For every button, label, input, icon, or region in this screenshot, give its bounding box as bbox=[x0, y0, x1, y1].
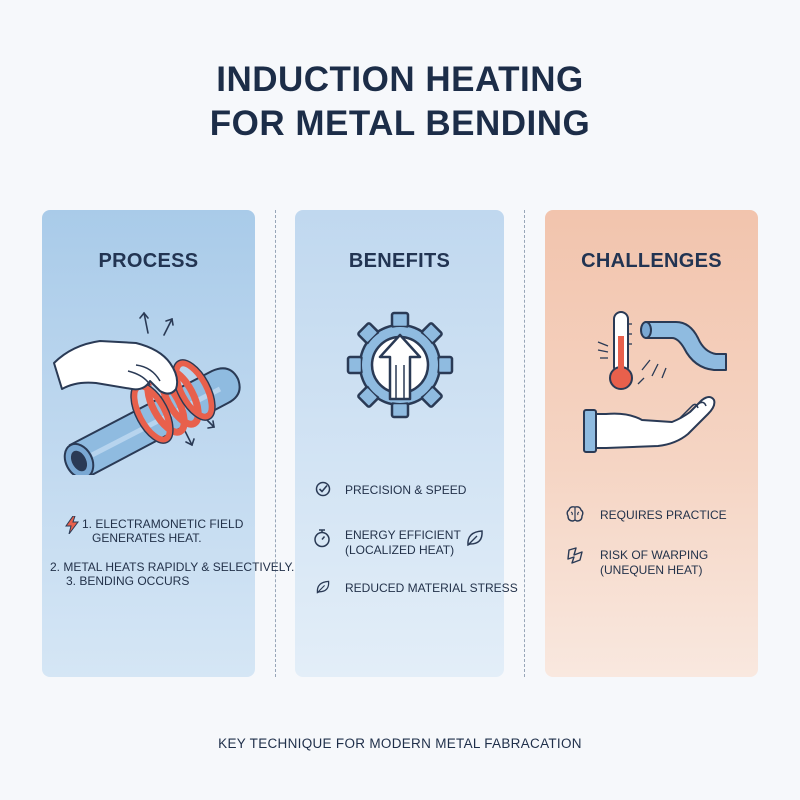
lightning-bolt-icon bbox=[65, 516, 79, 534]
benefit-energy: ENERGY EFFICIENT bbox=[345, 528, 461, 542]
benefit-precision: PRECISION & SPEED bbox=[345, 483, 467, 497]
benefits-heading: BENEFITS bbox=[348, 250, 451, 272]
gear-up-arrow-illustration bbox=[346, 311, 454, 419]
brain-icon bbox=[566, 506, 584, 522]
process-step-1: 1. ELECTRAMONETIC FIELD bbox=[82, 517, 244, 531]
challenge-warping: RISK OF WARPING bbox=[600, 548, 709, 562]
infographic-title: INDUCTION HEATING FOR METAL BENDING bbox=[0, 58, 800, 146]
benefit-energy-detail: (LOCALIZED HEAT) bbox=[345, 543, 455, 557]
process-heading: PROCESS bbox=[98, 250, 199, 272]
title-line-1: INDUCTION HEATING bbox=[216, 60, 584, 99]
leaf-icon bbox=[467, 530, 483, 547]
challenges-panel: CHALLENGES REQUIRES PRACTICE RISK OF WA bbox=[545, 210, 758, 677]
process-step-2: 2. METAL HEATS RAPIDLY & SELECTIVELY. bbox=[50, 560, 295, 574]
leaf-icon bbox=[316, 580, 330, 594]
footer-tagline: KEY TECHNIQUE FOR MODERN METAL FABRACATI… bbox=[218, 736, 582, 751]
benefit-stress: REDUCED MATERIAL STRESS bbox=[345, 581, 518, 595]
challenges-heading: CHALLENGES bbox=[581, 250, 722, 272]
benefits-panel: BENEFITS PRECISION & SPEED bbox=[295, 210, 518, 677]
process-step-3: 3. BENDING OCCURS bbox=[66, 574, 190, 588]
challenge-practice: REQUIRES PRACTICE bbox=[600, 508, 727, 522]
thermometer-pipe-hand-illustration bbox=[583, 311, 727, 453]
process-step-1-cont: GENERATES HEAT. bbox=[92, 531, 202, 545]
warped-shape-icon bbox=[567, 547, 583, 564]
title-line-2: FOR METAL BENDING bbox=[209, 104, 591, 143]
hand-bending-pipe-illustration bbox=[53, 311, 241, 475]
column-divider-left bbox=[275, 210, 276, 677]
column-divider-right bbox=[524, 210, 525, 677]
challenge-warping-detail: (UNEQUEN HEAT) bbox=[600, 563, 703, 577]
stopwatch-icon bbox=[314, 529, 330, 548]
process-panel: PROCESS 1. ELECTRAM bbox=[42, 210, 294, 677]
check-circle-icon bbox=[315, 481, 331, 497]
